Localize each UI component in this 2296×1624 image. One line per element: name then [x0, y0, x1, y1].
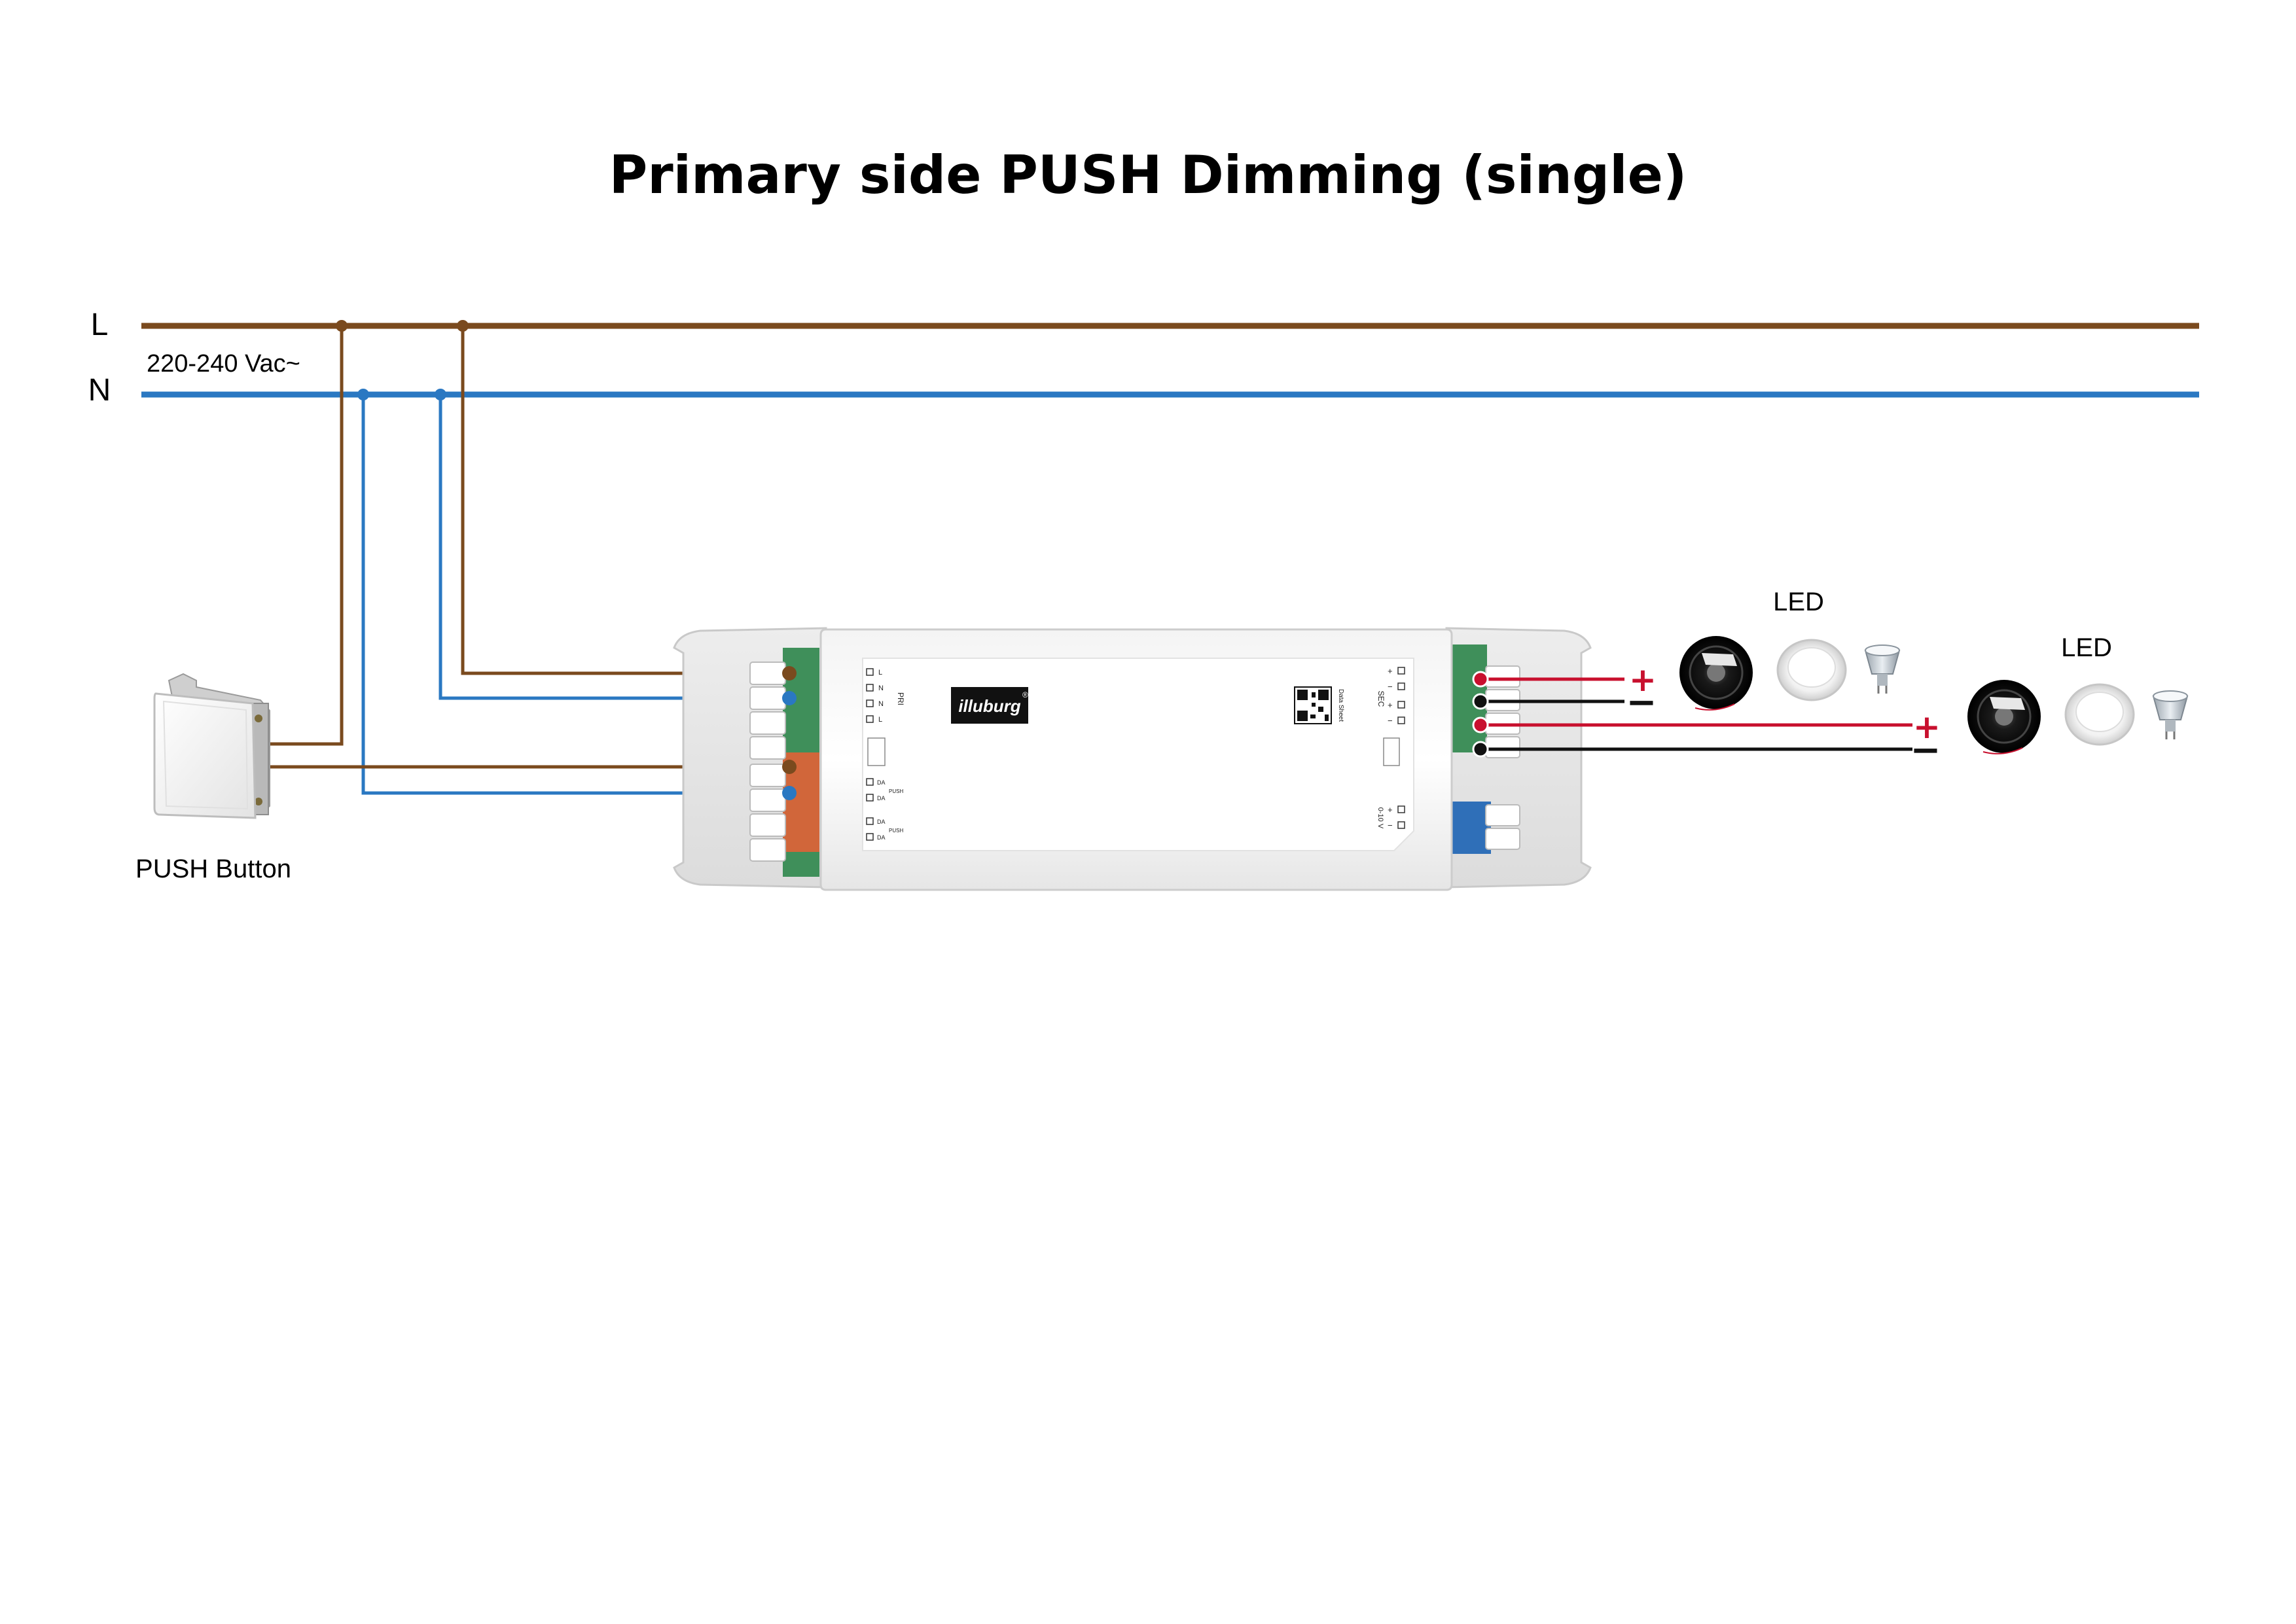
neutral-to-driver-wire	[361, 395, 789, 795]
sec-terminal-plus: +	[1388, 666, 1393, 676]
output-2-led-label: LED	[2061, 633, 2112, 662]
sec-terminal-minus: −	[1388, 682, 1393, 692]
pri-label: PRI	[896, 692, 905, 705]
pri-terminal-n1: N	[878, 684, 884, 692]
pri-terminal-l2: L	[878, 716, 882, 724]
output-1-minus-sign: −	[1626, 681, 1657, 724]
dali-terminal: DA	[877, 834, 886, 841]
junction-dot	[357, 389, 369, 400]
fuse-symbol	[1383, 737, 1400, 766]
brand-registered-mark: ®	[1022, 690, 1028, 699]
pri-terminal-l1: L	[878, 669, 882, 677]
datasheet-label: Data Sheet	[1337, 689, 1344, 722]
sec-terminal-minus: −	[1388, 716, 1393, 726]
line-to-switch-wire	[268, 326, 344, 746]
terminal-dot	[1472, 671, 1489, 688]
terminal-dot	[782, 666, 797, 680]
dim-label: 0-10 V	[1376, 807, 1384, 829]
voltage-label: 220-240 Vac~	[147, 350, 300, 378]
dali-terminal: DA	[877, 819, 886, 825]
line-label: L	[91, 308, 109, 342]
brand-logo-text: illuburg	[958, 696, 1020, 716]
brand-logo	[951, 687, 1028, 724]
fuse-symbol	[867, 737, 886, 766]
pri-terminal-markers	[866, 668, 874, 841]
dali-terminal: DA	[877, 779, 886, 786]
output-2-plus-sign: +	[1913, 708, 1941, 746]
junction-dot	[457, 320, 469, 332]
sec-terminal-plus: +	[1388, 700, 1393, 710]
terminal-dot	[782, 786, 797, 800]
terminal-dot	[1472, 693, 1489, 710]
output-1-led-label: LED	[1773, 588, 1824, 616]
downlight-icon	[2064, 683, 2135, 746]
pri-terminal-n2: N	[878, 700, 884, 708]
junction-dot	[435, 389, 446, 400]
push-label: PUSH	[889, 788, 903, 794]
output-2-minus-sign: −	[1910, 729, 1941, 771]
terminal-dot	[782, 760, 797, 774]
spotlight-bulb-icon	[1864, 644, 1901, 694]
led-driver: illuburg ® Data Sheet PRI L N	[673, 627, 1592, 891]
led-strip-reel-icon	[1967, 680, 2041, 754]
neutral-to-driver-wire	[439, 395, 789, 700]
terminal-dot	[1472, 741, 1489, 758]
led-strip-reel-icon	[1679, 636, 1753, 711]
dim-terminal-minus: −	[1388, 821, 1393, 830]
junction-dot	[336, 320, 348, 332]
page-title: Primary side PUSH Dimming (single)	[609, 145, 1687, 205]
sec-label: SEC	[1376, 691, 1386, 707]
secondary-wiring	[1480, 677, 1912, 751]
dali-terminal: DA	[877, 795, 886, 802]
dim-terminal-plus: +	[1388, 805, 1393, 815]
output-1-plus-sign: +	[1629, 661, 1657, 699]
push-button-label: PUSH Button	[135, 855, 291, 883]
push-button-switch	[153, 673, 270, 819]
neutral-label: N	[88, 373, 111, 408]
datasheet-qr-code	[1294, 686, 1332, 724]
terminal-dot	[782, 691, 797, 705]
terminal-dot	[1472, 716, 1489, 733]
downlight-icon	[1776, 639, 1847, 701]
push-label: PUSH	[889, 828, 903, 834]
primary-wiring	[268, 326, 789, 795]
sec-terminal-markers	[1397, 667, 1405, 829]
line-to-driver-wire	[461, 326, 789, 675]
spotlight-bulb-icon	[2152, 690, 2189, 739]
